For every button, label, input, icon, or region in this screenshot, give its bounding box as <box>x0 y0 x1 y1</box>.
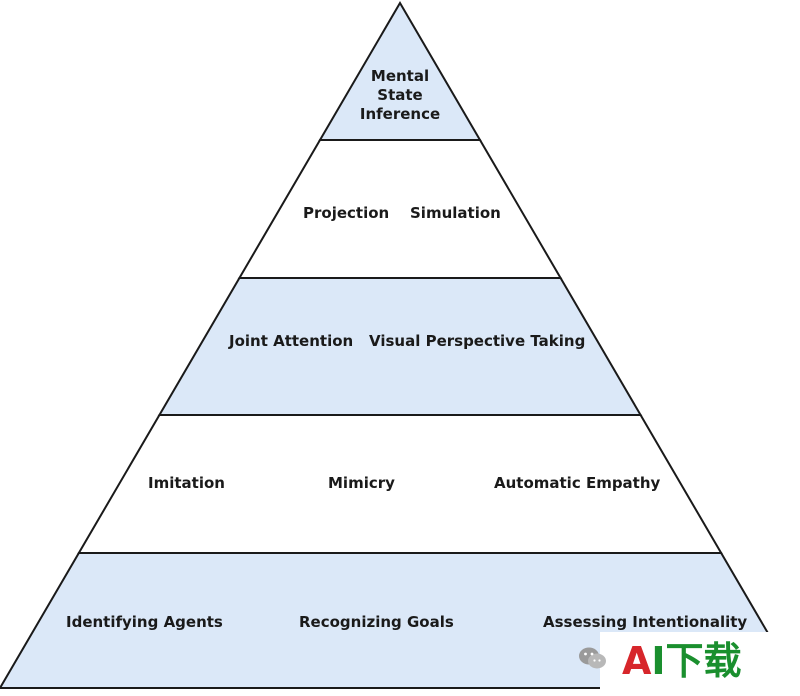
tier-1-label: Mental State Inference <box>340 67 460 124</box>
tier-4-label-imitation: Imitation <box>148 474 225 492</box>
watermark-logo-a: A <box>622 639 652 683</box>
tier-3-label-joint-attention: Joint Attention <box>229 332 354 350</box>
watermark-logo-rest: I下载 <box>651 639 742 683</box>
tier-2-label-simulation: Simulation <box>410 204 501 222</box>
tier-5-label-identifying-agents: Identifying Agents <box>66 613 223 631</box>
wechat-icon <box>579 647 606 669</box>
watermark-logo: AI下载 <box>622 636 742 686</box>
pyramid-tier-2 <box>237 139 563 279</box>
tier-1-label-line-2: State <box>377 86 423 104</box>
watermark-backdrop <box>600 632 800 692</box>
tier-1-label-line-3: Inference <box>359 105 441 123</box>
tier-3-label-visual-perspective-taking: Visual Perspective Taking <box>369 332 586 350</box>
tier-2-label-projection: Projection <box>303 204 390 222</box>
tier-4-label-automatic-empathy: Automatic Empathy <box>494 474 661 492</box>
tier-5-label-assessing-intentionality: Assessing Intentionality <box>543 613 748 631</box>
tier-4-label-mimicry: Mimicry <box>328 474 395 492</box>
tier-5-label-recognizing-goals: Recognizing Goals <box>299 613 454 631</box>
tier-1-label-line-1: Mental <box>370 67 430 85</box>
